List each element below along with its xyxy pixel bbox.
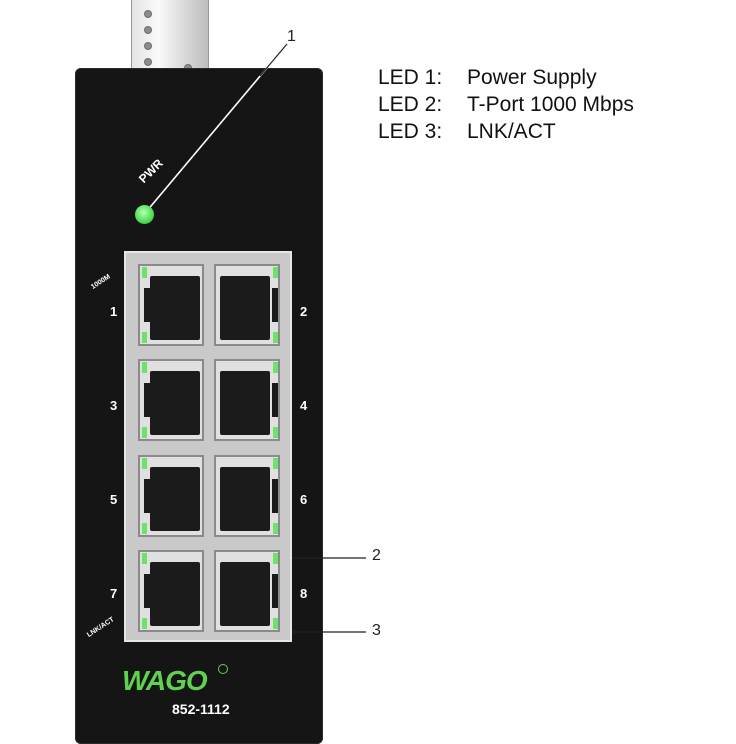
callout-line-1-outer: [259, 43, 288, 77]
port-5-led-speed: [142, 458, 147, 469]
legend-value: Power Supply: [467, 66, 597, 89]
port-6[interactable]: [214, 455, 280, 537]
port-6-led-speed: [273, 458, 278, 469]
led-legend: LED 1: Power Supply LED 2: T-Port 1000 M…: [378, 64, 634, 145]
port-1-led-speed: [142, 267, 147, 278]
port-3-led-speed: [142, 362, 147, 373]
callout-number-3: 3: [372, 622, 381, 639]
callout-number-1: 1: [287, 28, 296, 45]
port-number-7: 7: [110, 586, 118, 601]
port-5[interactable]: [138, 455, 204, 537]
port-4-led-link: [273, 427, 278, 438]
port-7-led-link: [142, 618, 147, 629]
port-number-2: 2: [300, 304, 308, 319]
port-block: [124, 251, 292, 642]
legend-value: T-Port 1000 Mbps: [467, 93, 634, 116]
port-number-1: 1: [110, 304, 118, 319]
legend-key: LED 3:: [378, 120, 443, 143]
legend-value: LNK/ACT: [467, 120, 556, 143]
legend-row: LED 2: T-Port 1000 Mbps: [378, 91, 634, 118]
port-7[interactable]: [138, 550, 204, 632]
port-number-8: 8: [300, 586, 308, 601]
legend-key: LED 2:: [378, 93, 443, 116]
port-8[interactable]: [214, 550, 280, 632]
legend-row: LED 3: LNK/ACT: [378, 118, 634, 145]
port-number-3: 3: [110, 398, 118, 413]
power-led: [135, 205, 154, 224]
port-5-led-link: [142, 523, 147, 534]
port-8-led-link: [273, 618, 278, 629]
port-1-led-link: [142, 332, 147, 343]
port-7-led-speed: [142, 553, 147, 564]
model-number: 852-1112: [172, 701, 230, 717]
port-3[interactable]: [138, 359, 204, 441]
port-number-6: 6: [300, 492, 308, 507]
callout-number-2: 2: [372, 547, 381, 564]
port-6-led-link: [273, 523, 278, 534]
port-number-5: 5: [110, 492, 118, 507]
wago-logo: WAGO: [122, 665, 208, 696]
port-1[interactable]: [138, 264, 204, 346]
legend-key: LED 1:: [378, 66, 443, 89]
port-2-led-speed: [273, 267, 278, 278]
port-3-led-link: [142, 427, 147, 438]
din-rail-clip: [131, 0, 209, 74]
port-4-led-speed: [273, 362, 278, 373]
registered-mark-icon: [218, 664, 228, 674]
port-2-led-link: [273, 332, 278, 343]
port-8-led-speed: [273, 553, 278, 564]
port-4[interactable]: [214, 359, 280, 441]
legend-row: LED 1: Power Supply: [378, 64, 634, 91]
port-number-4: 4: [300, 398, 308, 413]
port-2[interactable]: [214, 264, 280, 346]
